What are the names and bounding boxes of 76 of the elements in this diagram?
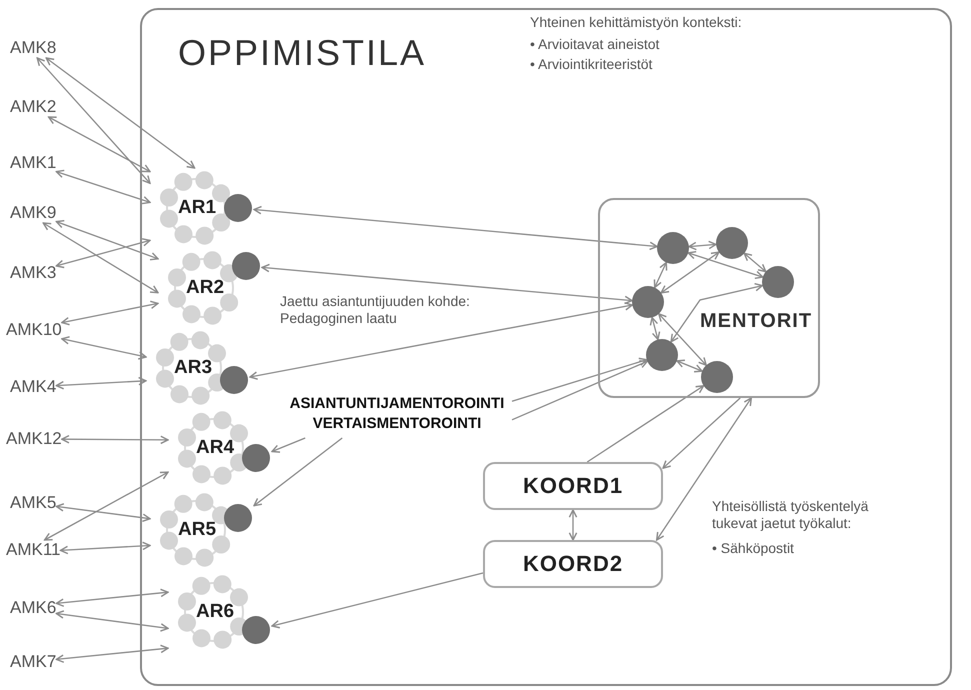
note-text: • Sähköpostit <box>712 540 795 557</box>
note-text: • Arvioitavat aineistot <box>530 36 660 53</box>
double-arrow <box>660 251 720 294</box>
double-arrow <box>249 302 634 380</box>
double-arrow <box>568 509 578 541</box>
double-arrow <box>56 644 169 663</box>
double-arrow <box>261 264 633 304</box>
mentoring-type-text: VERTAISMENTOROINTI <box>312 414 482 434</box>
double-arrow <box>36 57 151 184</box>
node-label: AMK11 <box>6 540 60 560</box>
node-label: AMK3 <box>10 263 56 283</box>
node-label: AMK10 <box>6 320 62 340</box>
node-label: AMK1 <box>10 153 56 173</box>
node-label: AMK4 <box>10 377 56 397</box>
arrow <box>512 358 648 402</box>
cluster-label: AR6 <box>196 601 234 623</box>
cluster-label: AR5 <box>178 519 216 541</box>
double-arrow <box>654 262 668 288</box>
cluster-label: AR4 <box>196 437 234 459</box>
arrow <box>512 360 648 420</box>
container-box <box>140 8 952 686</box>
note-text: Yhteinen kehittämistyön konteksti: <box>530 14 743 31</box>
double-arrow <box>656 397 752 541</box>
mentor-circle <box>646 339 678 371</box>
note-text: • Arviointikriteeristöt <box>530 56 654 73</box>
cluster-label: AR1 <box>178 197 216 219</box>
node-label: AMK12 <box>6 429 62 449</box>
mentor-circle <box>762 266 794 298</box>
note-text: Jaettu asiantuntijuuden kohde: Pedagoginen laatu <box>280 293 471 327</box>
double-arrow <box>56 376 147 390</box>
node-label: AMK2 <box>10 97 56 117</box>
double-arrow <box>743 252 767 272</box>
mentoring-type-text: ASIANTUNTIJAMENTOROINTI <box>288 394 506 414</box>
arrow <box>271 437 306 453</box>
node-label: AMK7 <box>10 652 56 672</box>
double-arrow <box>650 316 660 340</box>
group-box <box>598 198 820 398</box>
double-arrow <box>56 503 151 522</box>
mentor-circle <box>701 361 733 393</box>
double-arrow <box>687 250 764 280</box>
arrow <box>271 572 484 628</box>
double-arrow <box>42 222 159 294</box>
arrow <box>662 398 741 469</box>
container-title: OPPIMISTILA <box>178 32 426 74</box>
double-arrow <box>48 116 151 172</box>
double-arrow <box>56 220 159 260</box>
double-arrow <box>61 300 159 326</box>
mentor-circle <box>657 232 689 264</box>
double-arrow <box>61 434 169 444</box>
cluster-label: AR2 <box>186 277 224 299</box>
mentor-circle <box>632 286 664 318</box>
group-title: MENTORIT <box>700 310 812 333</box>
double-arrow <box>44 471 169 541</box>
mentor-circle <box>716 227 748 259</box>
node-label: AMK6 <box>10 598 56 618</box>
node-label: AMK9 <box>10 203 56 223</box>
double-arrow <box>56 610 169 632</box>
cluster-label: AR3 <box>174 357 212 379</box>
process-box: KOORD1 <box>483 462 663 510</box>
double-arrow <box>688 240 717 250</box>
double-arrow <box>61 336 147 360</box>
double-arrow <box>670 283 764 343</box>
double-arrow <box>56 588 169 607</box>
note-text: Yhteisöllistä työskentelyä tukevat jaetut työkalut: <box>712 498 870 532</box>
double-arrow <box>56 170 151 204</box>
double-arrow <box>56 238 151 268</box>
process-box: KOORD2 <box>483 540 663 588</box>
node-label: AMK8 <box>10 38 56 58</box>
double-arrow <box>658 313 707 366</box>
arrow <box>586 385 704 463</box>
double-arrow <box>253 206 658 250</box>
double-arrow <box>45 57 196 169</box>
double-arrow <box>60 542 151 554</box>
double-arrow <box>676 360 703 372</box>
node-label: AMK5 <box>10 493 56 513</box>
arrow <box>253 437 343 506</box>
